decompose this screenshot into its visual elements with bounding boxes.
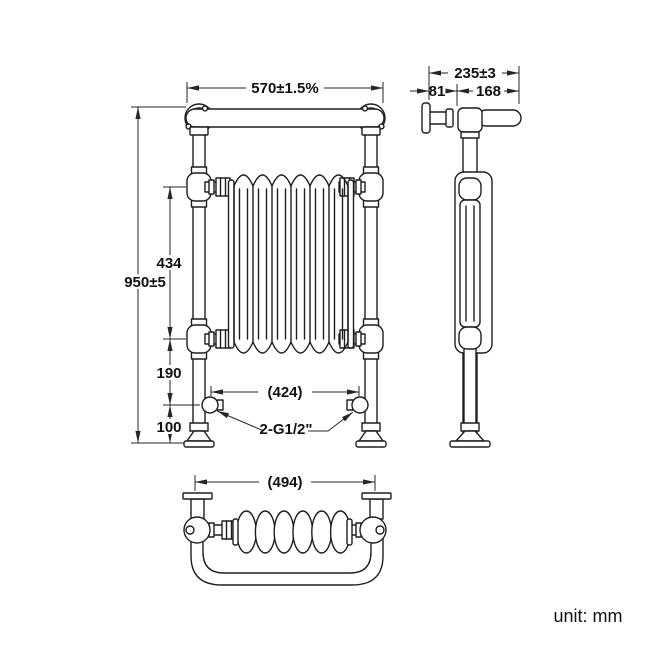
valve-right [346, 396, 369, 414]
dim-bar-projection-label: 168 [476, 83, 501, 100]
front-view [183, 103, 387, 448]
lower-junctions [186, 318, 384, 360]
dim-rail-to-valve-label: 190 [156, 365, 181, 382]
dim-overall-depth-label: 235±3 [454, 65, 496, 82]
pipe-collar [361, 126, 381, 136]
plan-wall-brackets [182, 492, 392, 520]
dim-plan-width-label: (494) [267, 474, 302, 491]
dim-plan-width: (494) [194, 474, 376, 491]
dim-overall-height-label: 950±5 [124, 274, 166, 291]
dim-rail-spacing-label: 434 [156, 255, 182, 272]
unit-note: unit: mm [553, 606, 622, 626]
dim-valve-height-label: 100 [156, 419, 181, 436]
plan-junctions [183, 516, 387, 544]
floor-flange-right [355, 422, 387, 448]
dim-bar-projection: 168 [457, 83, 519, 100]
plan-radiator [232, 510, 353, 554]
valve-left [201, 396, 224, 414]
dim-overall-width: 570±1.5% [186, 80, 384, 103]
dim-overall-depth: 235±3 [428, 65, 520, 104]
dim-connection-spec: 2-G1/2" [216, 410, 354, 438]
side-towel-bar [457, 107, 522, 139]
radiator-core [227, 174, 355, 354]
side-radiator [454, 171, 493, 436]
dim-connection-spec-label: 2-G1/2" [260, 421, 313, 438]
dim-overall-width-label: 570±1.5% [251, 80, 318, 97]
plan-view [182, 492, 392, 586]
dim-valve-centres-label: (424) [267, 384, 302, 401]
dim-wall-to-pipe: 81 [410, 83, 458, 106]
side-view [421, 102, 522, 448]
side-wall-bracket [421, 102, 454, 134]
plan-towel-loop [190, 526, 384, 586]
towel-rail [185, 105, 385, 130]
dim-overall-height: 950±5 [120, 106, 186, 444]
pipe-collar [189, 126, 209, 136]
floor-flange-left [183, 422, 215, 448]
dim-rail-to-valve: 190 [152, 339, 200, 406]
dim-valve-centres: (424) [210, 384, 360, 401]
dim-valve-height: 100 [152, 405, 187, 443]
side-floor-flange [449, 422, 491, 448]
dim-rail-spacing: 434 [152, 186, 187, 340]
dim-wall-to-pipe-label: 81 [429, 83, 446, 100]
